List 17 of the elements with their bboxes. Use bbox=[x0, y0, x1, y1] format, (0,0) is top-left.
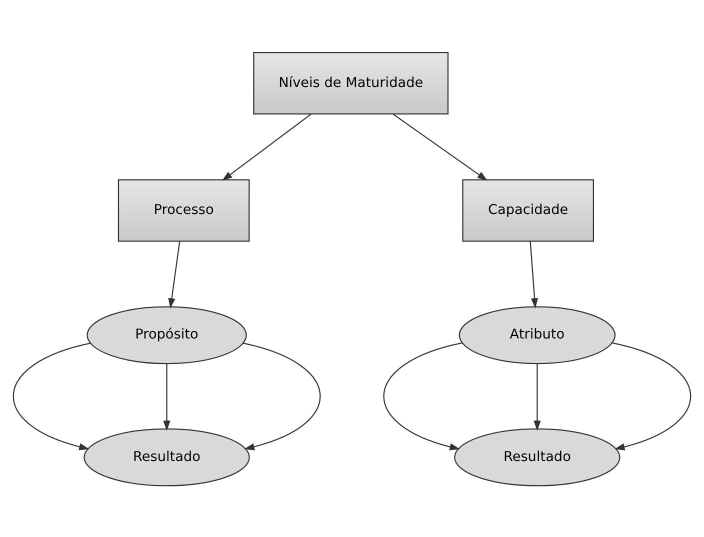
arrow bbox=[530, 240, 538, 308]
node-box: Níveis de Maturidade bbox=[253, 51, 449, 114]
arrow bbox=[392, 113, 488, 180]
arrow bbox=[242, 342, 321, 450]
arrow bbox=[163, 363, 170, 430]
node-ellipse: Resultado bbox=[84, 428, 250, 486]
node-ellipse: Atributo bbox=[458, 306, 616, 364]
node-ellipse: Resultado bbox=[454, 428, 620, 486]
arrow bbox=[534, 363, 541, 430]
node-ellipse: Propósito bbox=[86, 306, 247, 364]
arrow bbox=[384, 342, 462, 450]
node-box: Processo bbox=[118, 178, 250, 242]
arrow bbox=[168, 240, 180, 308]
arrow bbox=[12, 342, 91, 450]
arrow bbox=[612, 342, 691, 450]
arrow bbox=[222, 113, 312, 180]
node-box: Capacidade bbox=[462, 178, 594, 242]
